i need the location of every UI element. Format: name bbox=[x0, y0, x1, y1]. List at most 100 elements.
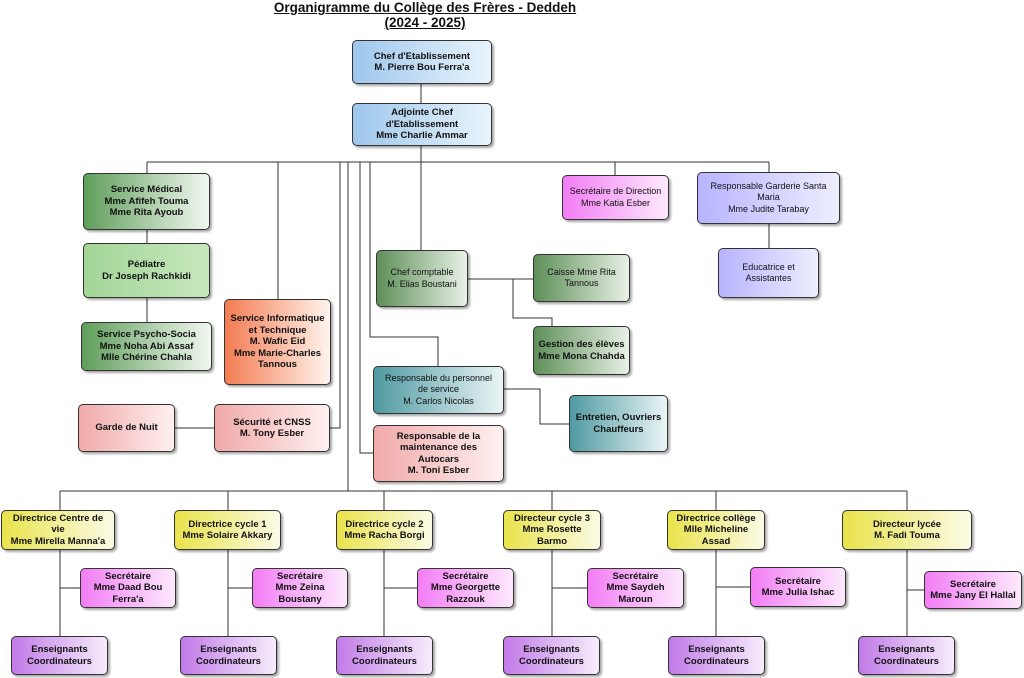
dir-college-title: Directrice collège bbox=[676, 512, 756, 524]
entretien-line-1: Entretien, Ouvriers bbox=[575, 412, 662, 423]
informatique-name-2b: Tannous bbox=[258, 359, 297, 371]
comptable-name: M. Elias Boustani bbox=[387, 278, 457, 289]
box-secretaire-vie: Secrétaire Mme Daad Bou Ferra'a bbox=[80, 568, 176, 608]
sec-lycee-title: Secrétaire bbox=[950, 578, 996, 590]
ens-c3-line-2: Coordinateurs bbox=[519, 655, 584, 667]
garde-title: Garde de Nuit bbox=[95, 422, 158, 434]
autocars-name: M. Toni Esber bbox=[407, 465, 470, 476]
dir-c3-title: Directeur cycle 3 bbox=[513, 512, 591, 524]
ens-c2-line-2: Coordinateurs bbox=[352, 655, 417, 667]
chart-title: Organigramme du Collège des Frères - Ded… bbox=[0, 0, 850, 30]
psycho-name-2: Mlle Chérine Chahla bbox=[101, 352, 192, 364]
ens-college-line-2: Coordinateurs bbox=[684, 655, 749, 667]
dir-c1-title: Directrice cycle 1 bbox=[188, 518, 267, 530]
box-caisse: Caisse Mme Rita Tannous bbox=[533, 254, 630, 302]
box-enseignants-c1: Enseignants Coordinateurs bbox=[180, 636, 277, 675]
sec-lycee-name: Mme Jany El Hallal bbox=[930, 590, 1016, 601]
box-service-informatique: Service Informatique et Technique M. Waf… bbox=[224, 299, 331, 385]
sec-c2-name-1: Mme Georgette bbox=[430, 582, 501, 594]
box-enseignants-vie: Enseignants Coordinateurs bbox=[11, 636, 108, 675]
link-comptable bbox=[468, 278, 553, 326]
securite-name: M. Tony Esber bbox=[239, 428, 305, 439]
ens-vie-line-2: Coordinateurs bbox=[27, 655, 92, 667]
pediatre-title: Pédiatre bbox=[127, 259, 166, 270]
link-col-college bbox=[715, 550, 750, 636]
personnel-name: M. Carlos Nicolas bbox=[403, 395, 474, 406]
pediatre-name: Dr Joseph Rachkidi bbox=[102, 270, 191, 282]
psycho-name-1: Mme Noha Abi Assaf bbox=[99, 340, 194, 352]
adjointe-name: Mme Charlie Ammar bbox=[376, 130, 468, 142]
securite-title: Sécurité et CNSS bbox=[233, 416, 311, 428]
link-autocars bbox=[359, 162, 373, 454]
box-entretien: Entretien, Ouvriers Chauffeurs bbox=[569, 395, 668, 452]
box-service-medical: Service Médical Mme Afifeh Touma Mme Rit… bbox=[83, 173, 210, 230]
box-enseignants-lycee: Enseignants Coordinateurs bbox=[858, 636, 955, 675]
educatrice-line-2: Assistantes bbox=[745, 273, 792, 283]
title-line-2: (2024 - 2025) bbox=[384, 15, 466, 30]
sec-college-title: Secrétaire bbox=[775, 575, 821, 587]
link-top-bus bbox=[146, 146, 770, 250]
sec-college-name: Mme Julia Ishac bbox=[761, 587, 835, 598]
gestion-name: Mme Mona Chahda bbox=[538, 350, 625, 362]
box-secretaire-direction: Secrétaire de Direction Mme Katia Esber bbox=[562, 175, 669, 220]
box-maintenance-autocars: Responsable de la maintenance des Autoca… bbox=[373, 425, 504, 482]
box-secretaire-c3: Secrétaire Mme Saydeh Maroun bbox=[587, 568, 684, 608]
autocars-line-3: Autocars bbox=[417, 453, 460, 465]
link-directors-bus bbox=[59, 162, 908, 510]
box-directeur-cycle-3: Directeur cycle 3 Mme Rosette Barmo bbox=[503, 510, 601, 550]
link-col-c3 bbox=[551, 550, 587, 636]
dir-college-name-1: Mlle Micheline bbox=[683, 524, 749, 536]
garderie-line-1: Responsable Garderie Santa bbox=[710, 180, 827, 191]
box-secretaire-c1: Secrétaire Mme Zeina Boustany bbox=[252, 568, 348, 608]
garderie-line-2: Maria bbox=[757, 192, 780, 203]
sec-vie-title: Secrétaire bbox=[105, 570, 151, 582]
box-enseignants-c3: Enseignants Coordinateurs bbox=[503, 636, 600, 675]
comptable-title: Chef comptable bbox=[390, 267, 454, 277]
link-personnel-entretien bbox=[504, 388, 569, 425]
informatique-line-1: Service Informatique bbox=[230, 313, 325, 325]
dir-lycee-name: M. Fadi Touma bbox=[874, 530, 940, 541]
ens-c1-line-2: Coordinateurs bbox=[196, 655, 261, 667]
ens-vie-line-1: Enseignants bbox=[31, 644, 88, 655]
dir-c2-name: Mme Racha Borgi bbox=[344, 530, 425, 541]
chef-name: M. Pierre Bou Ferra'a bbox=[374, 62, 470, 73]
ens-college-line-1: Enseignants bbox=[688, 644, 745, 655]
box-chef-etablissement: Chef d'Etablissement M. Pierre Bou Ferra… bbox=[352, 40, 492, 84]
link-securite bbox=[175, 162, 341, 429]
medical-title: Service Médical bbox=[110, 184, 183, 196]
dir-vie-name: Mme Mirella Manna'a bbox=[10, 535, 106, 547]
box-enseignants-c2: Enseignants Coordinateurs bbox=[336, 636, 433, 675]
dir-c1-name: Mme Solaire Akkary bbox=[182, 530, 273, 541]
ens-c2-line-1: Enseignants bbox=[356, 644, 413, 655]
medical-name-2: Mme Rita Ayoub bbox=[109, 207, 184, 219]
box-directrice-centre-vie: Directrice Centre de vie Mme Mirella Man… bbox=[1, 510, 115, 550]
dir-lycee-title: Directeur lycée bbox=[872, 518, 942, 530]
box-directrice-cycle-1: Directrice cycle 1 Mme Solaire Akkary bbox=[174, 510, 281, 550]
box-psycho-social: Service Psycho-Socia Mme Noha Abi Assaf … bbox=[81, 322, 212, 371]
title-line-1: Organigramme du Collège des Frères - Ded… bbox=[273, 0, 577, 15]
box-responsable-personnel: Responsable du personnel de service M. C… bbox=[373, 366, 504, 414]
dir-c3-name: Mme Rosette Barmo bbox=[522, 524, 582, 547]
sec-vie-name-1: Mme Daad Bou bbox=[93, 582, 163, 594]
sec-c2-title: Secrétaire bbox=[442, 570, 489, 582]
autocars-line-2: maintenance des bbox=[399, 442, 478, 453]
caisse-line-1: Caisse Mme Rita bbox=[547, 266, 616, 277]
ens-lycee-line-1: Enseignants bbox=[878, 644, 935, 655]
box-securite-cnss: Sécurité et CNSS M. Tony Esber bbox=[214, 404, 330, 452]
informatique-line-2: et Technique bbox=[248, 324, 307, 336]
educatrice-line-1: Educatrice et bbox=[742, 261, 795, 272]
box-directeur-lycee: Directeur lycée M. Fadi Touma bbox=[842, 510, 972, 550]
link-col-c2 bbox=[383, 550, 417, 636]
personnel-line-1: Responsable du personnel bbox=[384, 372, 493, 383]
sec-c1-name-2: Boustany bbox=[278, 593, 322, 605]
box-gestion-eleves: Gestion des élèves Mme Mona Chahda bbox=[533, 326, 630, 375]
dir-vie-title: Directrice Centre de vie bbox=[12, 512, 104, 536]
box-secretaire-c2: Secrétaire Mme Georgette Razzouk bbox=[417, 568, 514, 608]
ens-c3-line-1: Enseignants bbox=[523, 644, 580, 655]
box-responsable-garderie: Responsable Garderie Santa Maria Mme Jud… bbox=[697, 172, 840, 224]
link-col-c1 bbox=[227, 550, 252, 636]
box-chef-comptable: Chef comptable M. Elias Boustani bbox=[376, 250, 468, 307]
garderie-name: Mme Judite Tarabay bbox=[728, 203, 809, 214]
box-directrice-cycle-2: Directrice cycle 2 Mme Racha Borgi bbox=[336, 510, 433, 550]
psycho-title: Service Psycho-Socia bbox=[97, 329, 196, 341]
